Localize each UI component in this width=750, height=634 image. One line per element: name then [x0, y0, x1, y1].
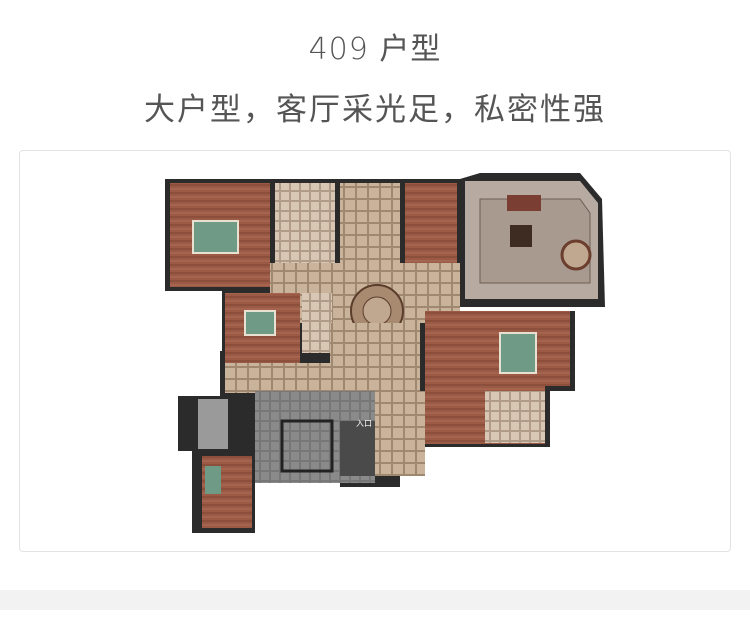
kitchen	[225, 363, 330, 393]
dining-table	[560, 239, 592, 271]
bathroom-3	[485, 391, 545, 443]
sofa	[507, 195, 541, 211]
entrance-label: 入口	[356, 419, 372, 428]
dining-area	[330, 323, 420, 398]
stair	[340, 421, 380, 476]
elevator-shaft	[280, 419, 334, 473]
bathroom-1	[275, 183, 335, 263]
corridor	[375, 391, 425, 476]
floorplan-card: 入口	[19, 150, 731, 552]
study	[405, 183, 457, 263]
page-title: 409 户型	[308, 32, 442, 67]
dining-nook	[340, 183, 400, 263]
bed	[192, 220, 239, 254]
coffee-table	[510, 225, 532, 247]
balcony	[198, 399, 228, 449]
bathroom-2	[302, 293, 332, 353]
floorplan-image: 入口	[165, 173, 605, 533]
page-subtitle: 大户型，客厅采光足，私密性强	[144, 92, 606, 128]
footer-divider	[0, 590, 750, 610]
bedroom-3	[425, 311, 570, 386]
